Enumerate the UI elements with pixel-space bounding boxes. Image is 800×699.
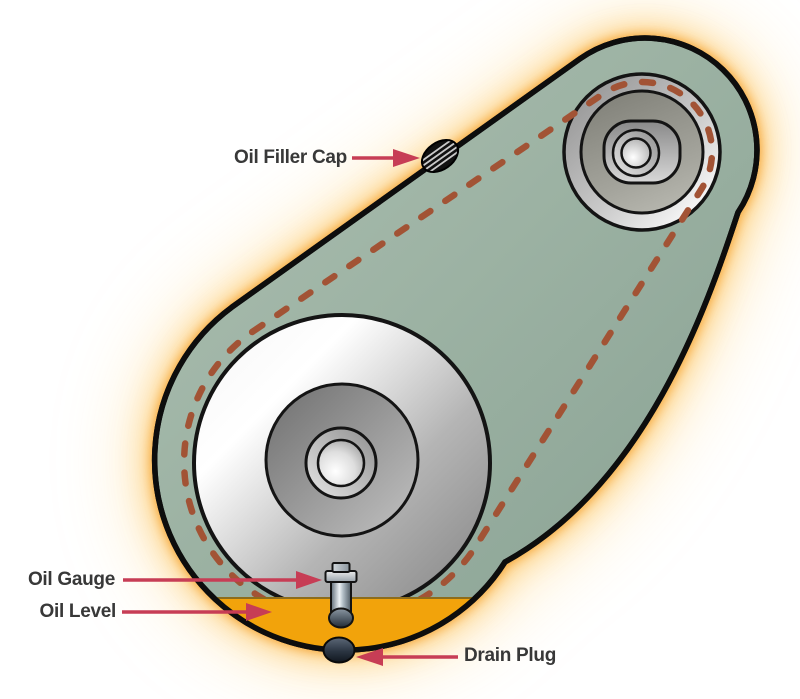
knurl-line — [419, 138, 454, 164]
oil-gauge-cap — [331, 562, 351, 573]
large-sprocket — [192, 313, 492, 613]
small-sprocket — [562, 72, 722, 232]
housing-outline — [151, 35, 760, 653]
oil-level-arrow-head — [246, 603, 272, 621]
oil-gauge-label: Oil Gauge — [27, 569, 115, 590]
oil-level-label: Oil Level — [39, 601, 116, 622]
knurl-line — [427, 149, 461, 175]
oil-gauge-tip — [328, 607, 354, 629]
chain-path — [180, 78, 716, 624]
oil-gauge-arrow-head — [296, 571, 322, 589]
oil-filler-cap-label: Oil Filler Cap — [234, 147, 347, 168]
oil-gauge-bolt — [324, 562, 358, 629]
knurl-line — [422, 142, 456, 167]
knurl-line — [424, 145, 459, 171]
large-sprocket-hub — [316, 438, 366, 488]
drain-plug-arrow-head — [356, 648, 383, 666]
oil-filler-cap-knurling — [419, 138, 461, 175]
callout-arrows — [122, 149, 458, 666]
small-sprocket-hub — [620, 137, 652, 169]
drain-plug-label: Drain Plug — [464, 645, 557, 666]
oil-filler-cap-arrow-head — [393, 149, 420, 167]
drain-plug — [322, 636, 356, 664]
oil-filler-cap — [419, 138, 461, 175]
